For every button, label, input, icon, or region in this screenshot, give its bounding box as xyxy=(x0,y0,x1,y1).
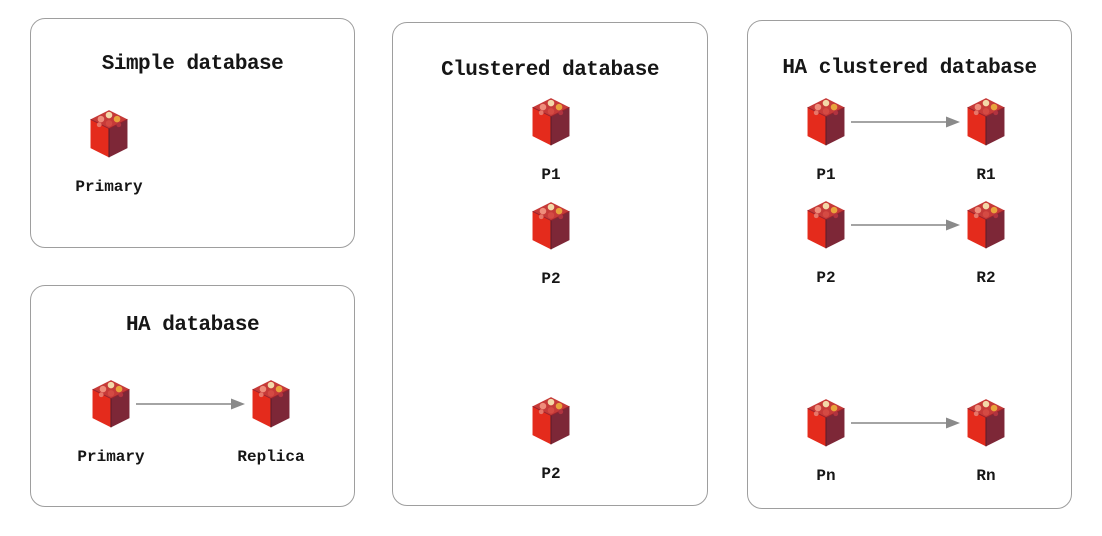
node-label: R2 xyxy=(976,269,996,287)
redis-cube-icon xyxy=(964,200,1008,250)
node-label: P1 xyxy=(541,166,561,184)
node-label: P2 xyxy=(816,269,836,287)
node-label: P2 xyxy=(541,465,561,483)
db-node-shard: P2 xyxy=(506,201,596,287)
panel-ha-clustered-database: HA clustered database P1 R1 P2 R2 Pn xyxy=(747,20,1072,509)
redis-cube-icon xyxy=(964,97,1008,147)
db-node-primary: Primary xyxy=(64,109,154,195)
redis-cube-icon xyxy=(964,398,1008,448)
redis-cube-icon xyxy=(529,201,573,251)
node-label: R1 xyxy=(976,166,996,184)
panel-title: Clustered database xyxy=(441,59,659,82)
db-node-replica-shard: R2 xyxy=(941,200,1031,286)
db-node-shard: P1 xyxy=(506,97,596,183)
node-label: Pn xyxy=(816,467,836,485)
node-label: Primary xyxy=(75,178,143,196)
db-node-replica: Replica xyxy=(226,379,316,465)
db-node-primary-shard: P2 xyxy=(781,200,871,286)
redis-cube-icon xyxy=(529,97,573,147)
panel-title: Simple database xyxy=(101,53,284,76)
node-label: P2 xyxy=(541,270,561,288)
db-node-replica-shard: R1 xyxy=(941,97,1031,183)
node-label: Rn xyxy=(976,467,996,485)
redis-cube-icon xyxy=(249,379,293,429)
panel-title: HA database xyxy=(125,314,260,337)
db-node-shard: P2 xyxy=(506,396,596,482)
panel-ha-database: HA database Primary Replica xyxy=(30,285,355,507)
panel-clustered-database: Clustered database P1 P2 P2 xyxy=(392,22,708,506)
redis-cube-icon xyxy=(804,97,848,147)
node-label: Primary xyxy=(77,448,145,466)
db-node-primary: Primary xyxy=(66,379,156,465)
db-node-primary-shard: P1 xyxy=(781,97,871,183)
panel-title: HA clustered database xyxy=(782,57,1037,80)
node-label: P1 xyxy=(816,166,836,184)
panel-simple-database: Simple database Primary xyxy=(30,18,355,248)
node-label: Replica xyxy=(237,448,305,466)
db-node-replica-shard: Rn xyxy=(941,398,1031,484)
redis-cube-icon xyxy=(804,398,848,448)
redis-cube-icon xyxy=(804,200,848,250)
redis-cube-icon xyxy=(529,396,573,446)
redis-cube-icon xyxy=(87,109,131,159)
db-node-primary-shard: Pn xyxy=(781,398,871,484)
redis-cube-icon xyxy=(89,379,133,429)
